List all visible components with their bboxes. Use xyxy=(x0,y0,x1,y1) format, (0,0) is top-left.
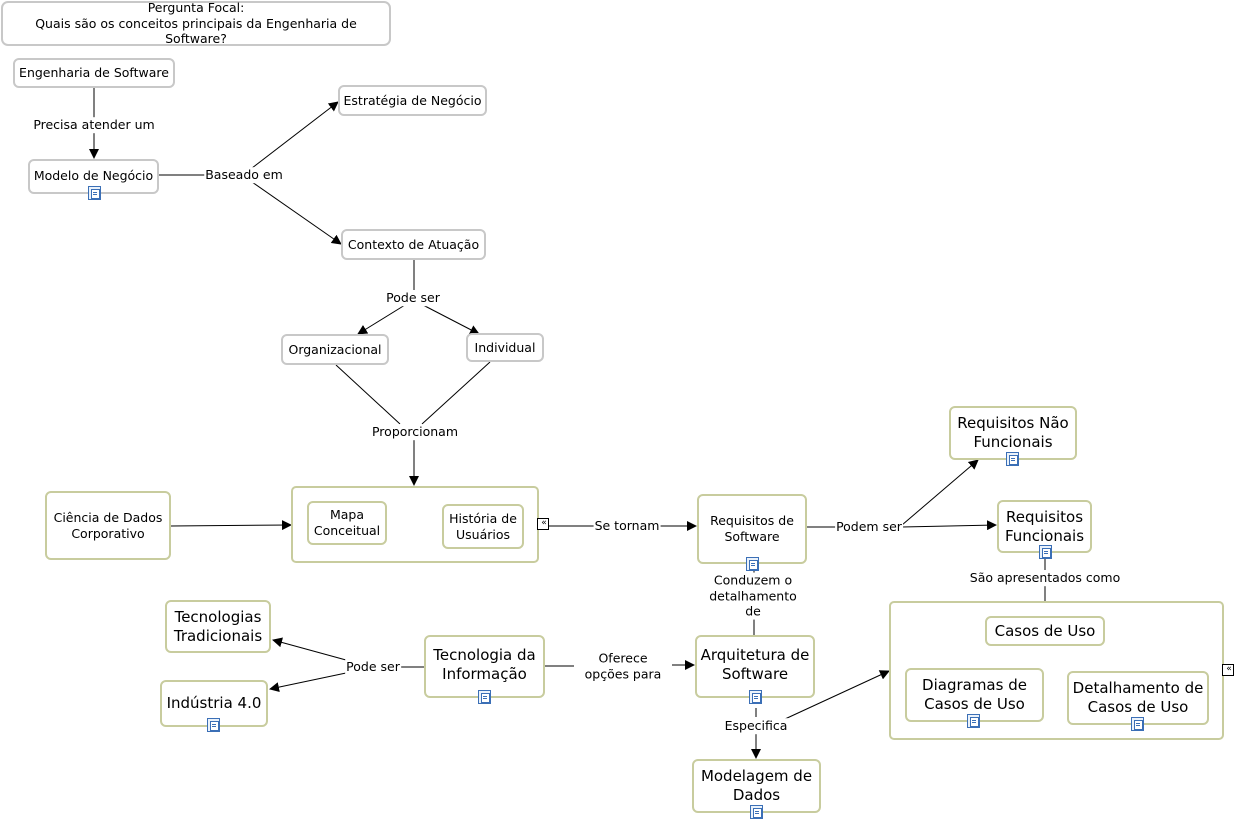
node-label: Engenharia de Software xyxy=(19,65,169,81)
focal-question: Pergunta Focal: Quais são os conceitos p… xyxy=(1,0,391,47)
node-mapa-conceitual[interactable]: Mapa Conceitual xyxy=(307,501,387,545)
node-label: Diagramas de Casos de Uso xyxy=(922,676,1027,713)
node-label: Tecnologia da Informação xyxy=(433,646,536,683)
node-individual[interactable]: Individual xyxy=(466,333,544,362)
node-casos-de-uso[interactable]: Casos de Uso xyxy=(985,616,1105,646)
link-oferece-opcoes-para[interactable]: Oferece opções para xyxy=(574,650,672,682)
node-label: Indústria 4.0 xyxy=(166,694,262,712)
document-resource-icon[interactable] xyxy=(207,718,220,732)
link-especifica[interactable]: Especifica xyxy=(723,718,789,734)
node-tecnologia-da-informacao[interactable]: Tecnologia da Informação xyxy=(424,635,545,698)
node-modelo-de-negocio[interactable]: Modelo de Negócio xyxy=(28,159,159,194)
collapse-arrows-icon[interactable]: « xyxy=(1222,664,1234,676)
node-label: Casos de Uso xyxy=(994,621,1096,640)
node-label: Mapa Conceitual xyxy=(313,507,381,538)
document-resource-icon[interactable] xyxy=(478,690,491,704)
node-label: Tecnologias Tradicionais xyxy=(173,607,263,645)
node-label: Modelagem de Dados xyxy=(700,767,813,804)
node-label: Requisitos de Software xyxy=(710,513,794,544)
node-label: Detalhamento de Casos de Uso xyxy=(1072,679,1204,716)
node-requisitos-funcionais[interactable]: Requisitos Funcionais xyxy=(997,500,1092,553)
node-label: Requisitos Não Funcionais xyxy=(957,414,1069,451)
node-contexto-de-atuacao[interactable]: Contexto de Atuação xyxy=(341,229,486,260)
document-resource-icon[interactable] xyxy=(1006,452,1019,466)
node-label: Organizacional xyxy=(288,341,382,357)
node-historia-de-usuarios[interactable]: História de Usuários xyxy=(442,504,524,549)
node-engenharia-de-software[interactable]: Engenharia de Software xyxy=(13,58,175,88)
node-label: História de Usuários xyxy=(449,510,517,542)
node-organizacional[interactable]: Organizacional xyxy=(281,334,389,365)
node-label: Arquitetura de Software xyxy=(700,646,810,683)
node-label: Contexto de Atuação xyxy=(347,236,480,252)
node-detalhamento-de-casos-de-uso[interactable]: Detalhamento de Casos de Uso xyxy=(1067,671,1209,725)
document-resource-icon[interactable] xyxy=(746,557,759,571)
node-diagramas-de-casos-de-uso[interactable]: Diagramas de Casos de Uso xyxy=(905,668,1044,722)
node-arquitetura-de-software[interactable]: Arquitetura de Software xyxy=(695,635,815,698)
focal-question-title: Pergunta Focal: xyxy=(147,0,245,16)
link-pode-ser[interactable]: Pode ser xyxy=(345,659,401,675)
node-label: Ciência de Dados Corporativo xyxy=(53,509,163,541)
link-precisa-atender[interactable]: Precisa atender um xyxy=(32,117,156,133)
node-label: Individual xyxy=(474,339,536,355)
node-estrategia-de-negocio[interactable]: Estratégia de Negócio xyxy=(338,85,487,116)
link-proporcionam[interactable]: Proporcionam xyxy=(370,424,460,440)
node-label: Requisitos Funcionais xyxy=(1004,508,1085,545)
document-resource-icon[interactable] xyxy=(88,186,101,200)
document-resource-icon[interactable] xyxy=(749,690,762,704)
document-resource-icon[interactable] xyxy=(750,805,763,819)
node-ciencia-de-dados[interactable]: Ciência de Dados Corporativo xyxy=(45,491,171,560)
node-requisitos-de-software[interactable]: Requisitos de Software xyxy=(697,494,807,564)
link-sao-apresentados-como[interactable]: São apresentados como xyxy=(968,570,1122,586)
node-requisitos-nao-funcionais[interactable]: Requisitos Não Funcionais xyxy=(949,406,1077,460)
collapse-arrows-icon[interactable]: « xyxy=(537,518,549,530)
node-label: Estratégia de Negócio xyxy=(343,92,482,108)
document-resource-icon[interactable] xyxy=(1039,545,1052,559)
document-resource-icon[interactable] xyxy=(1131,717,1144,731)
link-conduzem-detalhamento[interactable]: Conduzem o detalhamento de xyxy=(700,572,806,620)
link-se-tornam[interactable]: Se tornam xyxy=(593,518,661,534)
focal-question-text: Quais são os conceitos principais da Eng… xyxy=(35,15,357,47)
node-tecnologias-tradicionais[interactable]: Tecnologias Tradicionais xyxy=(165,600,271,653)
document-resource-icon[interactable] xyxy=(967,714,980,728)
link-baseado-em[interactable]: Baseado em xyxy=(204,167,284,183)
node-label: Modelo de Negócio xyxy=(33,168,154,183)
link-podem-ser[interactable]: Podem ser xyxy=(835,519,903,535)
link-pode-ser[interactable]: Pode ser xyxy=(385,290,441,306)
